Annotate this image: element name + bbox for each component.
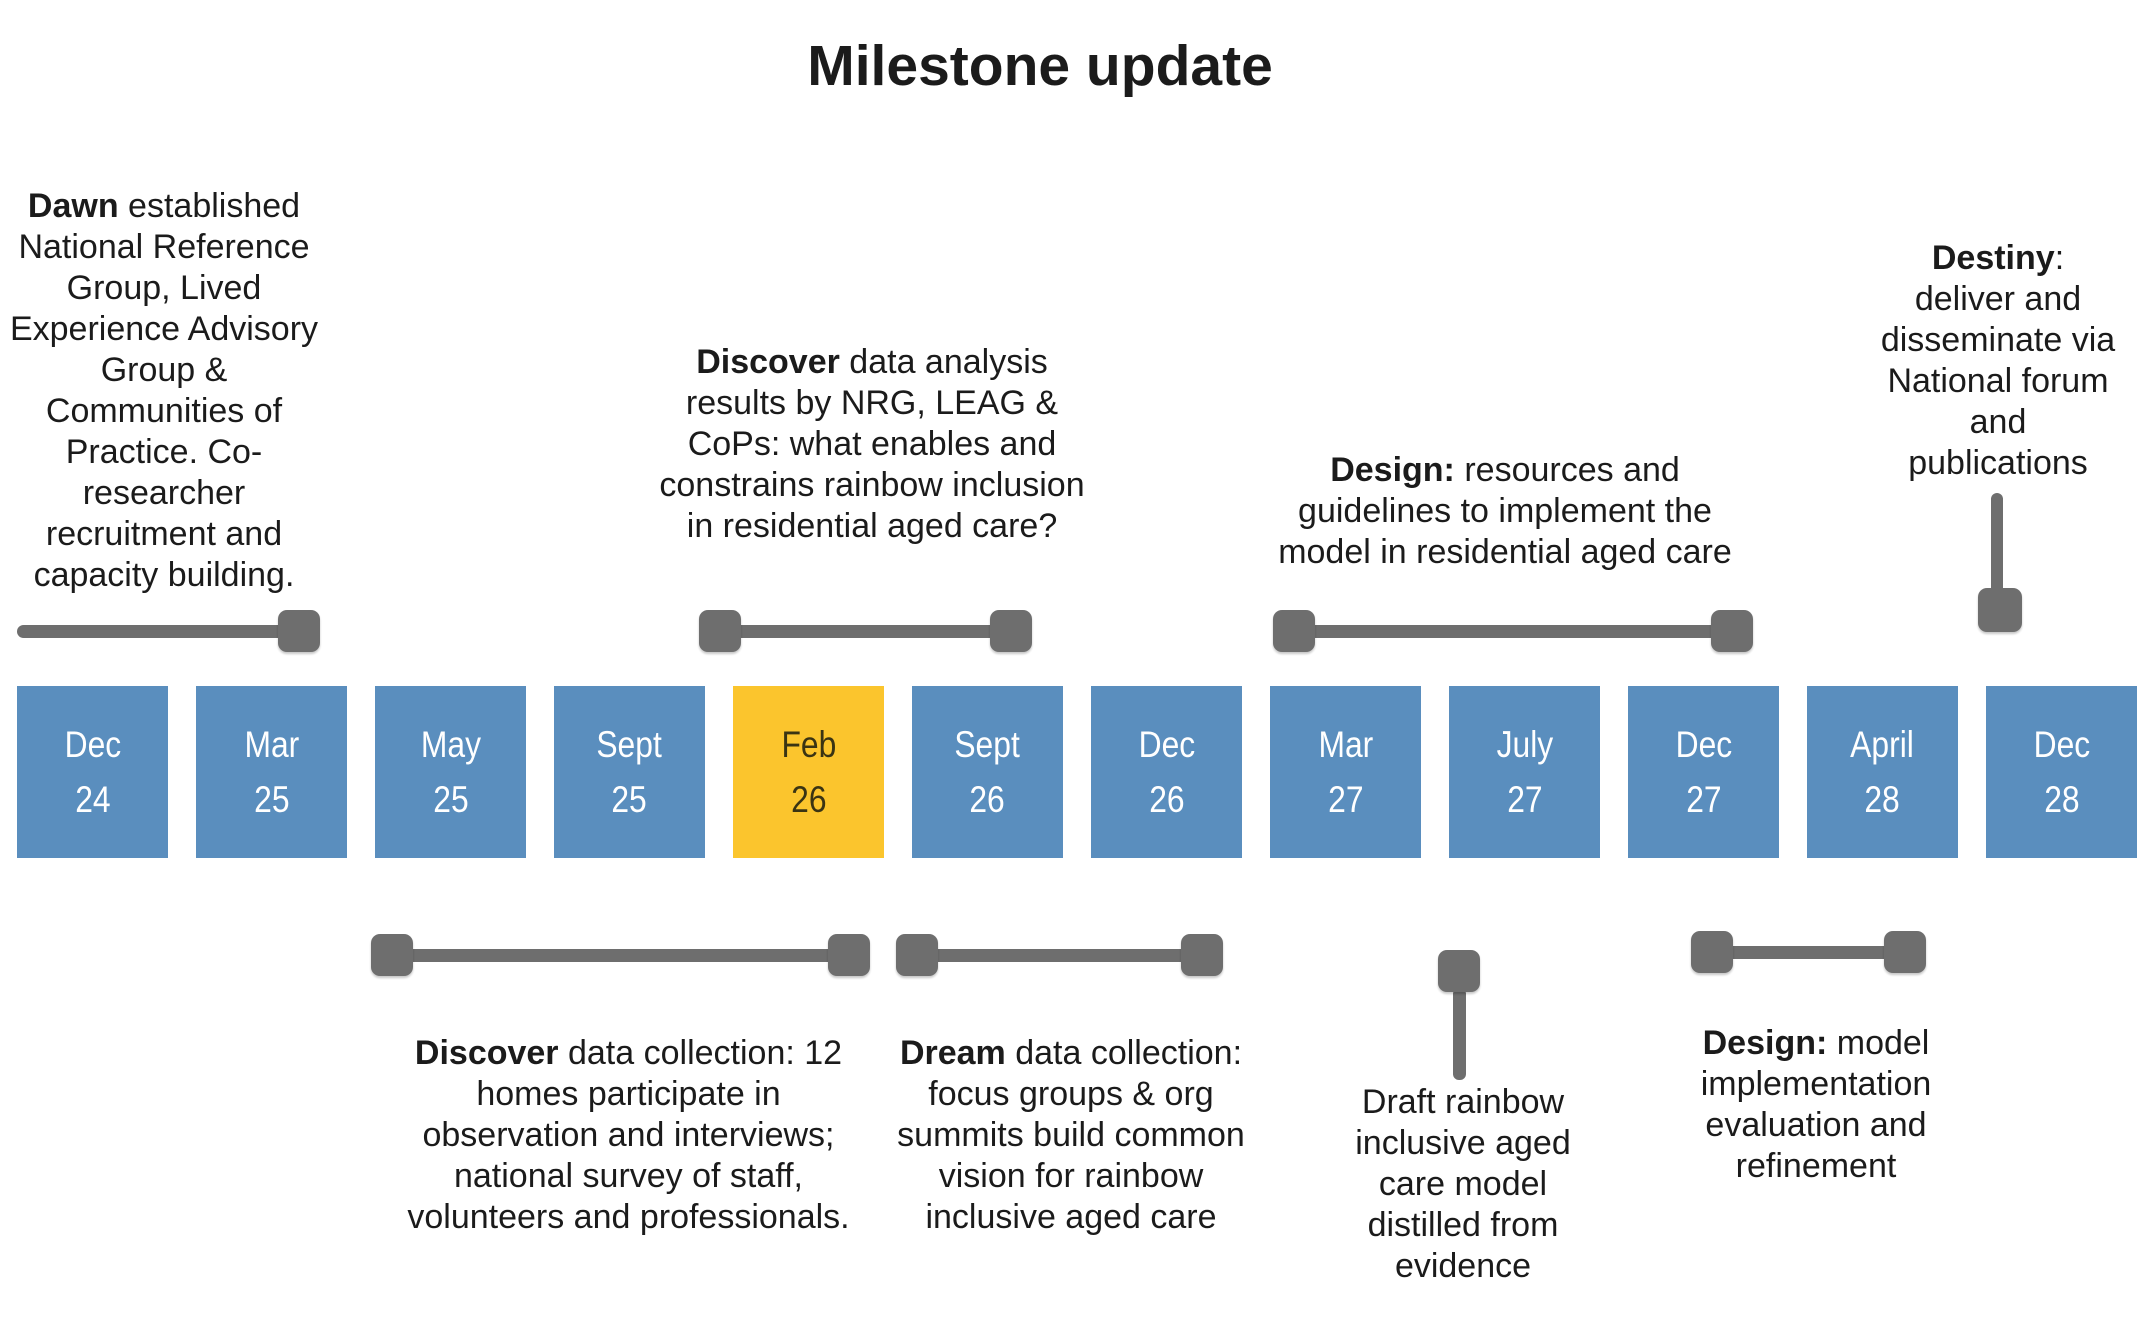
timeline-box-sept-26: Sept 26 [912,686,1063,858]
box-month-label: Dec [1675,724,1732,765]
box-year-label: 26 [1148,779,1185,820]
annotation-discover-collection: Discover data collection: 12 homes parti… [395,1033,862,1238]
annotation-destiny: Destiny: deliver and disseminate via Nat… [1878,238,2118,484]
timeline-box-feb-26-highlighted: Feb 26 [733,686,884,858]
box-month-label: Mar [244,724,299,765]
timeline-box-dec-24: Dec 24 [17,686,168,858]
annotation-destiny-lead: Destiny [1931,239,2055,277]
box-month-label: Dec [2033,724,2090,765]
annotation-dawn-lead: Dawn [27,187,119,225]
connector-bar [720,625,1011,638]
timeline-box-may-25: May 25 [375,686,526,858]
connector-endpoint [1884,931,1926,973]
annotation-draft-model: Draft rainbow inclusive aged care model … [1347,1082,1579,1287]
connector-endpoint [896,934,938,976]
connector-endpoint [1711,610,1753,652]
connector-bar [1991,493,2003,598]
box-year-label: 27 [1327,779,1364,820]
annotation-design-resources: Design: resources and guidelines to impl… [1255,450,1755,573]
connector-endpoint [1978,588,2022,632]
connector-endpoint [828,934,870,976]
timeline-box-dec-27: Dec 27 [1628,686,1779,858]
connector-bar [17,625,300,638]
box-month-label: Feb [781,724,836,765]
box-year-label: 25 [253,779,290,820]
connector-bar [392,949,849,962]
connector-endpoint [1691,931,1733,973]
timeline-box-dec-28: Dec 28 [1986,686,2137,858]
timeline-box-mar-25: Mar 25 [196,686,347,858]
annotation-discover-analysis-lead: Discover [696,343,840,381]
box-month-label: Sept [954,724,1021,765]
box-year-label: 25 [432,779,469,820]
connector-endpoint [990,610,1032,652]
box-year-label: 26 [969,779,1006,820]
annotation-design-resources-lead: Design: [1330,451,1455,489]
annotation-design-resources-text: resources and guidelines to implement th… [1278,451,1732,571]
annotation-design-model-text: model implementation evaluation and refi… [1700,1024,1932,1185]
box-month-label: Sept [596,724,663,765]
annotation-discover-collection-lead: Discover [414,1034,559,1072]
box-month-label: April [1850,724,1915,765]
connector-endpoint [278,610,320,652]
box-year-label: 28 [2043,779,2080,820]
annotation-dream-collection-text: data collection: focus groups & org summ… [897,1034,1245,1236]
box-month-label: May [420,724,481,765]
box-month-label: Mar [1318,724,1373,765]
annotation-design-model-lead: Design: [1702,1024,1828,1062]
box-year-label: 27 [1685,779,1722,820]
connector-bar [917,949,1202,962]
box-year-label: 26 [790,779,827,820]
annotation-dawn-text: established National Reference Group, Li… [9,187,319,594]
connector-endpoint [1438,950,1480,992]
timeline-box-april-28: April 28 [1807,686,1958,858]
connector-bar [1712,946,1905,959]
connector-endpoint [371,934,413,976]
timeline-box-sept-25: Sept 25 [554,686,705,858]
annotation-dawn: Dawn established National Reference Grou… [8,186,320,596]
connector-endpoint [699,610,741,652]
timeline-box-july-27: July 27 [1449,686,1600,858]
annotation-discover-analysis-text: data analysis results by NRG, LEAG & CoP… [659,343,1085,545]
box-month-label: Dec [64,724,121,765]
box-year-label: 24 [74,779,111,820]
annotation-draft-model-text: Draft rainbow inclusive aged care model … [1355,1083,1571,1285]
timeline-box-mar-27: Mar 27 [1270,686,1421,858]
annotation-discover-collection-text: data collection: 12 homes participate in… [407,1034,850,1236]
annotation-design-model: Design: model implementation evaluation … [1690,1023,1942,1187]
annotation-dream-collection: Dream data collection: focus groups & or… [880,1033,1262,1238]
page-title: Milestone update [807,34,1273,98]
box-month-label: Dec [1138,724,1195,765]
annotation-dream-collection-lead: Dream [899,1034,1006,1072]
box-year-label: 27 [1506,779,1543,820]
box-month-label: July [1496,724,1553,765]
timeline-box-dec-26: Dec 26 [1091,686,1242,858]
box-year-label: 25 [611,779,648,820]
connector-bar [1453,988,1466,1080]
connector-endpoint [1273,610,1315,652]
connector-endpoint [1181,934,1223,976]
connector-bar [1295,625,1732,638]
annotation-destiny-text: : deliver and disseminate via National f… [1880,239,2116,482]
annotation-discover-analysis: Discover data analysis results by NRG, L… [642,342,1102,547]
box-year-label: 28 [1864,779,1901,820]
